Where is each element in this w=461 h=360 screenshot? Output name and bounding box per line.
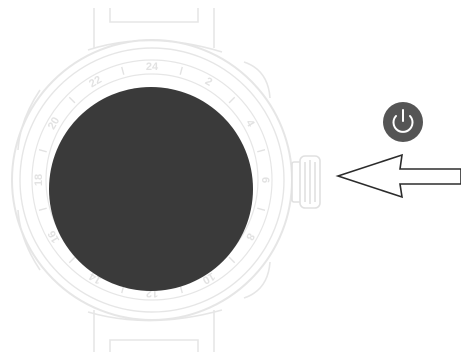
power-button-badge [383, 102, 423, 142]
bezel-ticks [38, 66, 266, 294]
bezel-number: 6 [259, 177, 271, 183]
strap-top [87, 8, 223, 53]
bezel-number: 2 [203, 75, 214, 88]
bezel-tick [257, 149, 266, 153]
bezel-number: 24 [146, 61, 159, 73]
bezel-tick [257, 207, 266, 211]
bezel-number: 22 [87, 74, 104, 91]
arrow-left-icon [335, 153, 461, 199]
strap-bottom [87, 309, 223, 352]
bezel-tick [68, 256, 76, 264]
bezel-tick [38, 207, 47, 211]
power-icon [392, 109, 414, 133]
bezel-number: 20 [46, 115, 63, 132]
bezel-number: 16 [46, 228, 63, 245]
crown-button [291, 155, 321, 209]
bezel-number: 8 [243, 231, 256, 242]
bezel-tick [179, 66, 183, 75]
bezel-number: 4 [243, 118, 257, 130]
watch-display [49, 87, 253, 291]
bezel-number: 18 [33, 174, 45, 186]
bezel-tick [228, 256, 236, 264]
bezel-tick [68, 96, 76, 104]
bezel-tick [121, 66, 125, 75]
bezel-tick [228, 96, 236, 104]
bezel-tick [38, 149, 47, 153]
